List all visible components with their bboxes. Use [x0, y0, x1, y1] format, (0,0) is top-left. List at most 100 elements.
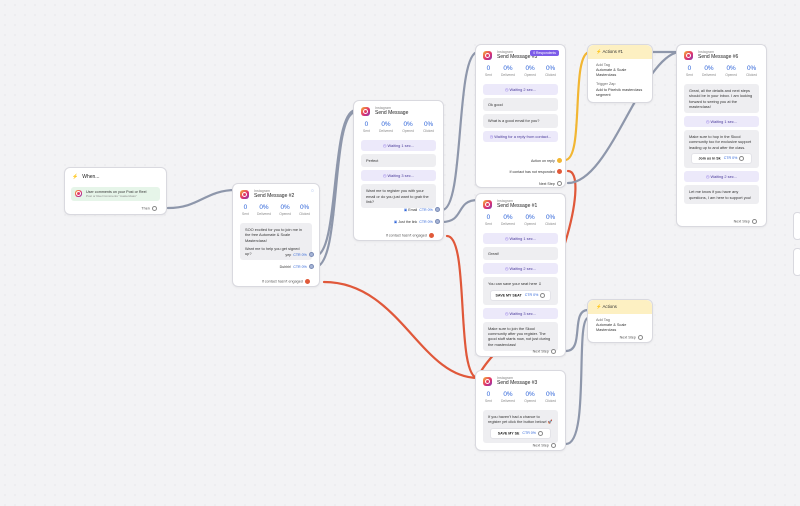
- action-on-reply-exit[interactable]: Action on reply: [531, 158, 562, 164]
- stat-label: Clicked: [423, 129, 434, 134]
- keyword-port[interactable]: [434, 207, 440, 213]
- stat-value: 0%: [280, 204, 290, 212]
- message-bubble[interactable]: You can save your seat here ⇓ SAVE MY SE…: [483, 277, 558, 305]
- keyword-duhhh[interactable]: Duhhh!CTR 0%: [280, 264, 314, 270]
- not-engaged-exit[interactable]: If contact hasn't engaged: [262, 278, 310, 284]
- message-bubble[interactable]: What is a good email for you?: [483, 114, 558, 128]
- exit-port[interactable]: [637, 334, 643, 340]
- exit-port[interactable]: [550, 442, 556, 448]
- trigger-then[interactable]: Then: [141, 205, 157, 211]
- stat-label: Clicked: [299, 212, 310, 217]
- actions-1-body: Add Tag Automate & Scale Masterclass Tri…: [588, 59, 652, 102]
- button-port[interactable]: [739, 155, 745, 162]
- wait-step[interactable]: Waiting 1 sec...: [483, 233, 558, 245]
- stat-label: Sent: [485, 399, 492, 404]
- exit-port[interactable]: [428, 232, 434, 238]
- exit-port[interactable]: [556, 158, 562, 164]
- exit-label: Next Step: [532, 443, 549, 448]
- instagram-icon: [483, 200, 492, 209]
- exit-label: If contact has not responded: [509, 169, 555, 174]
- exit-label: Next Step: [733, 219, 750, 224]
- message-bubble[interactable]: Ok good: [483, 98, 558, 112]
- message-bubble[interactable]: Perfect: [361, 154, 436, 168]
- actions-body: Add Tag Automate & Scale Masterclass: [588, 314, 652, 337]
- next-step-exit[interactable]: Next Step: [620, 334, 643, 340]
- button-port[interactable]: [538, 430, 544, 436]
- stat-label: Delivered: [257, 212, 271, 217]
- message-bubble[interactable]: Want me to register you with your email …: [361, 184, 436, 209]
- stat-value: 0%: [503, 65, 513, 73]
- not-engaged-exit[interactable]: If contact hasn't engaged: [386, 232, 434, 238]
- exit-port[interactable]: [550, 348, 556, 354]
- trigger-node[interactable]: ⚡ When... User comments on your Post or …: [64, 167, 167, 215]
- next-step-exit[interactable]: Next Step: [539, 181, 562, 187]
- exit-port[interactable]: [556, 181, 562, 187]
- message-bubble[interactable]: Make sure to hop in the Skool community …: [684, 130, 759, 169]
- message-bubble[interactable]: Make sure to join the Skool community af…: [483, 321, 558, 351]
- offscreen-node-edge[interactable]: [793, 248, 800, 276]
- wait-reply-step[interactable]: Waiting for a reply from contact...: [483, 130, 558, 142]
- stat-value: 0: [243, 204, 248, 212]
- wait-step[interactable]: Waiting 1 sec...: [684, 116, 759, 128]
- message-bubble[interactable]: Great, all the details and next steps sh…: [684, 84, 759, 114]
- message-bubble[interactable]: If you haven't had a chance to register …: [483, 410, 558, 443]
- next-step-exit[interactable]: Next Step: [533, 348, 556, 354]
- exit-port[interactable]: [556, 169, 562, 175]
- node-title: Send Message #6: [698, 53, 739, 60]
- stat-value: 0%: [746, 65, 757, 73]
- stat-label: Delivered: [501, 399, 515, 404]
- ctr-value: CTR 0%: [419, 207, 433, 212]
- add-tag-value: Automate & Scale Masterclass: [596, 323, 627, 333]
- email-icon: ▣: [403, 207, 408, 212]
- actions-node[interactable]: Actions Add Tag Automate & Scale Masterc…: [587, 299, 653, 343]
- wait-step[interactable]: Waiting 2 sec...: [684, 171, 759, 183]
- no-response-exit[interactable]: If contact has not responded: [509, 169, 562, 175]
- wait-step[interactable]: Waiting 2 sec...: [483, 84, 558, 96]
- stat-value: 0%: [545, 65, 556, 73]
- message-bubble[interactable]: Let me know if you have any questions, I…: [684, 185, 759, 204]
- keyword-port[interactable]: [308, 252, 314, 258]
- trigger-zap-label: Trigger Zap: [596, 82, 616, 87]
- then-port[interactable]: [151, 205, 157, 211]
- stat-label: Clicked: [545, 73, 556, 78]
- wait-step[interactable]: Waiting 3 sec...: [483, 307, 558, 319]
- instagram-icon: [483, 377, 492, 386]
- next-step-exit[interactable]: Next Step: [733, 218, 757, 224]
- keyword-port[interactable]: [308, 264, 314, 270]
- actions-1-node[interactable]: Actions #1 Add Tag Automate & Scale Mast…: [587, 44, 653, 103]
- exit-port[interactable]: [751, 218, 757, 224]
- wait-step[interactable]: Waiting 1 sec...: [361, 140, 436, 152]
- edge-sm2-to-sm-2: [313, 110, 358, 269]
- stat-value: 0%: [259, 204, 269, 212]
- keyword-port[interactable]: [434, 219, 440, 225]
- stat-label: Opened: [725, 73, 737, 78]
- exit-port[interactable]: [304, 278, 310, 284]
- trigger-item[interactable]: User comments on your Post or Reel Post …: [71, 187, 160, 201]
- wait-step[interactable]: Waiting 3 sec...: [361, 170, 436, 182]
- next-step-exit[interactable]: Next Step: [532, 442, 556, 448]
- edge-sm1-to-actions: [564, 308, 590, 353]
- offscreen-node-edge[interactable]: [793, 212, 800, 240]
- trigger-item-sub: Post or Reel Comments "masterclass": [86, 194, 137, 198]
- message-bubble[interactable]: Great!: [483, 247, 558, 261]
- button-port[interactable]: [540, 292, 546, 298]
- node-title: Send Message: [375, 109, 409, 116]
- wait-step[interactable]: Waiting 2 sec...: [483, 263, 558, 275]
- stat-label: Delivered: [501, 73, 515, 78]
- message-bubble[interactable]: SOO excited for you to join me in the fr…: [240, 223, 312, 261]
- actions-header: Actions: [588, 300, 652, 314]
